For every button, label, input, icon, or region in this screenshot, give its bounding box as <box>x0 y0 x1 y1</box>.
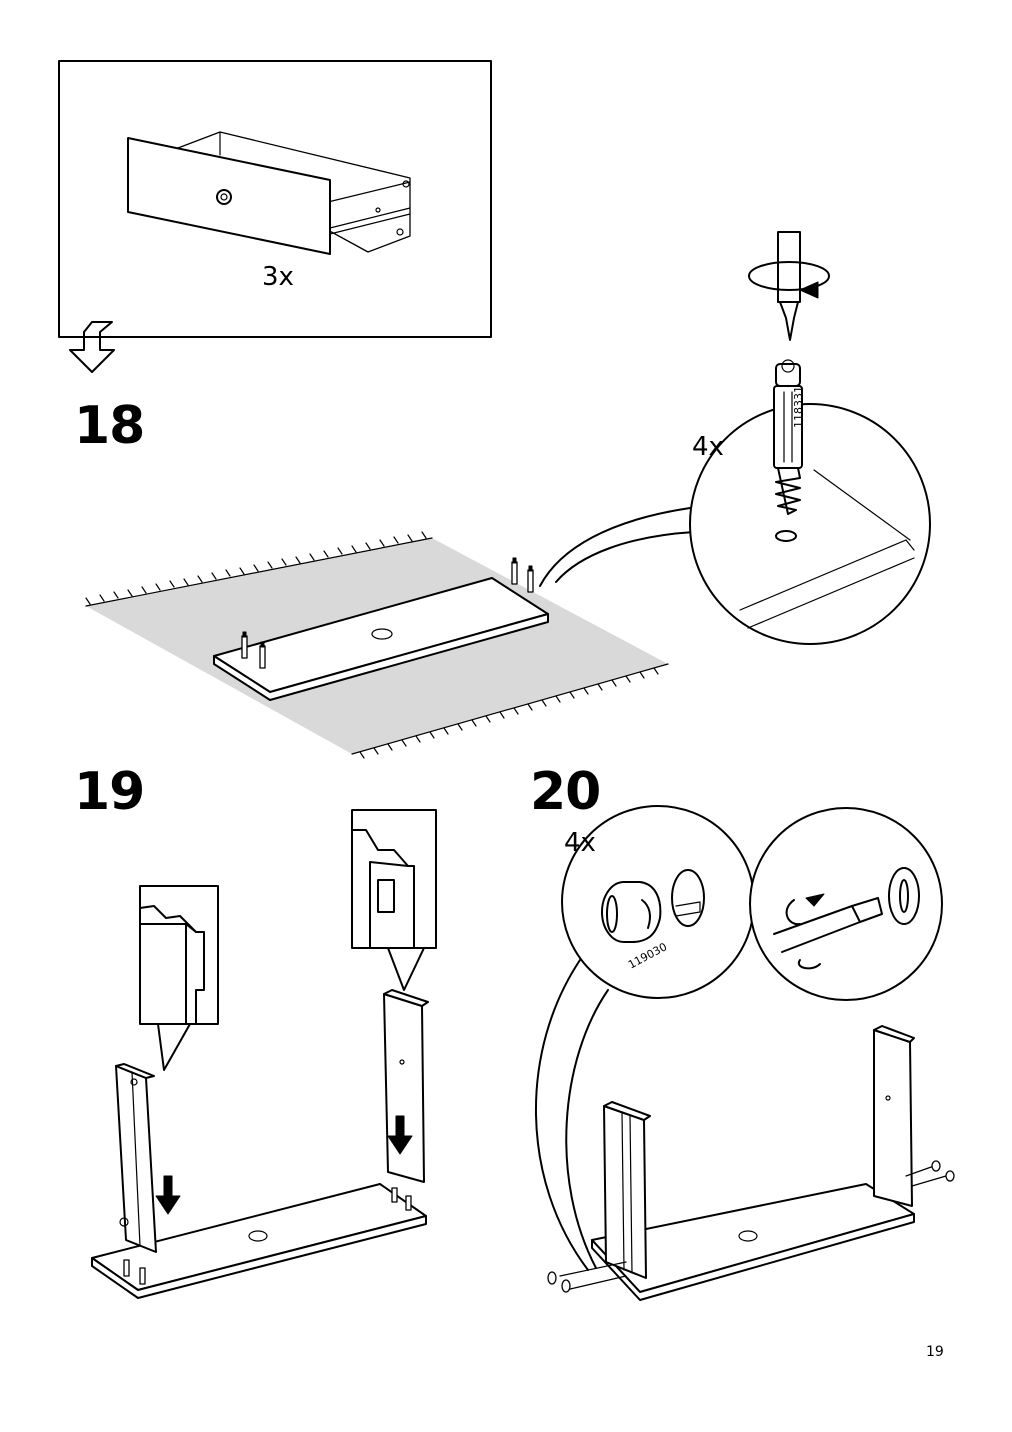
down-arrow-left-icon <box>155 1175 181 1215</box>
bottom-panel <box>213 577 549 693</box>
step-20-number: 20 <box>530 762 601 822</box>
step-19-right-side-panel <box>383 993 425 1183</box>
dowel-pins <box>241 557 534 669</box>
step-19-bottom-panel-edge <box>91 1215 427 1299</box>
step-18-part-number: 118331 <box>792 386 805 428</box>
screwdriver-icon <box>748 231 830 341</box>
cam-lock-icon <box>601 869 705 943</box>
previous-step-quantity: 3x <box>262 262 294 292</box>
callout-pointer <box>539 507 691 587</box>
step-19-number: 19 <box>74 762 145 822</box>
step-19-detail-box-left <box>139 885 219 1025</box>
step-20-detail-circle-turn <box>749 807 943 1001</box>
cam-screw <box>773 359 803 515</box>
step-20-callout-pointer <box>534 959 589 1271</box>
step-19-dowels <box>123 1187 412 1285</box>
step-20-detail-quantity: 4x <box>564 828 596 858</box>
step-20-bottom-panel <box>591 1183 915 1293</box>
step-18-detail-circle <box>689 403 931 645</box>
protective-cloth <box>86 538 668 754</box>
previous-step-result-panel: 3x <box>58 60 492 338</box>
step-19-left-side-panel <box>115 1065 157 1253</box>
step-19-detail-box-right <box>351 809 437 949</box>
step-20-cam-fittings <box>547 1160 955 1293</box>
step-20-bottom-panel-edge <box>591 1213 915 1301</box>
step-20-part-number: 119030 <box>626 940 670 972</box>
step-19-bottom-panel <box>91 1183 427 1291</box>
page-number: 19 <box>926 1344 944 1360</box>
step-20-left-side-panel <box>603 1105 647 1279</box>
step-18-detail-quantity: 4x <box>692 432 724 462</box>
drawer-front <box>127 137 331 255</box>
screwdriver-turn-icon <box>773 867 920 970</box>
cloth-fringe <box>85 531 659 759</box>
bottom-panel-edge <box>213 613 549 701</box>
step-20-right-side-panel <box>873 1029 913 1207</box>
drawer-knob-hole <box>216 189 232 205</box>
panel-frame <box>58 60 492 338</box>
drawer-illustration <box>58 60 492 338</box>
panel-hole <box>371 628 393 640</box>
step-18-number: 18 <box>74 396 145 456</box>
down-arrow-right-icon <box>387 1115 413 1155</box>
